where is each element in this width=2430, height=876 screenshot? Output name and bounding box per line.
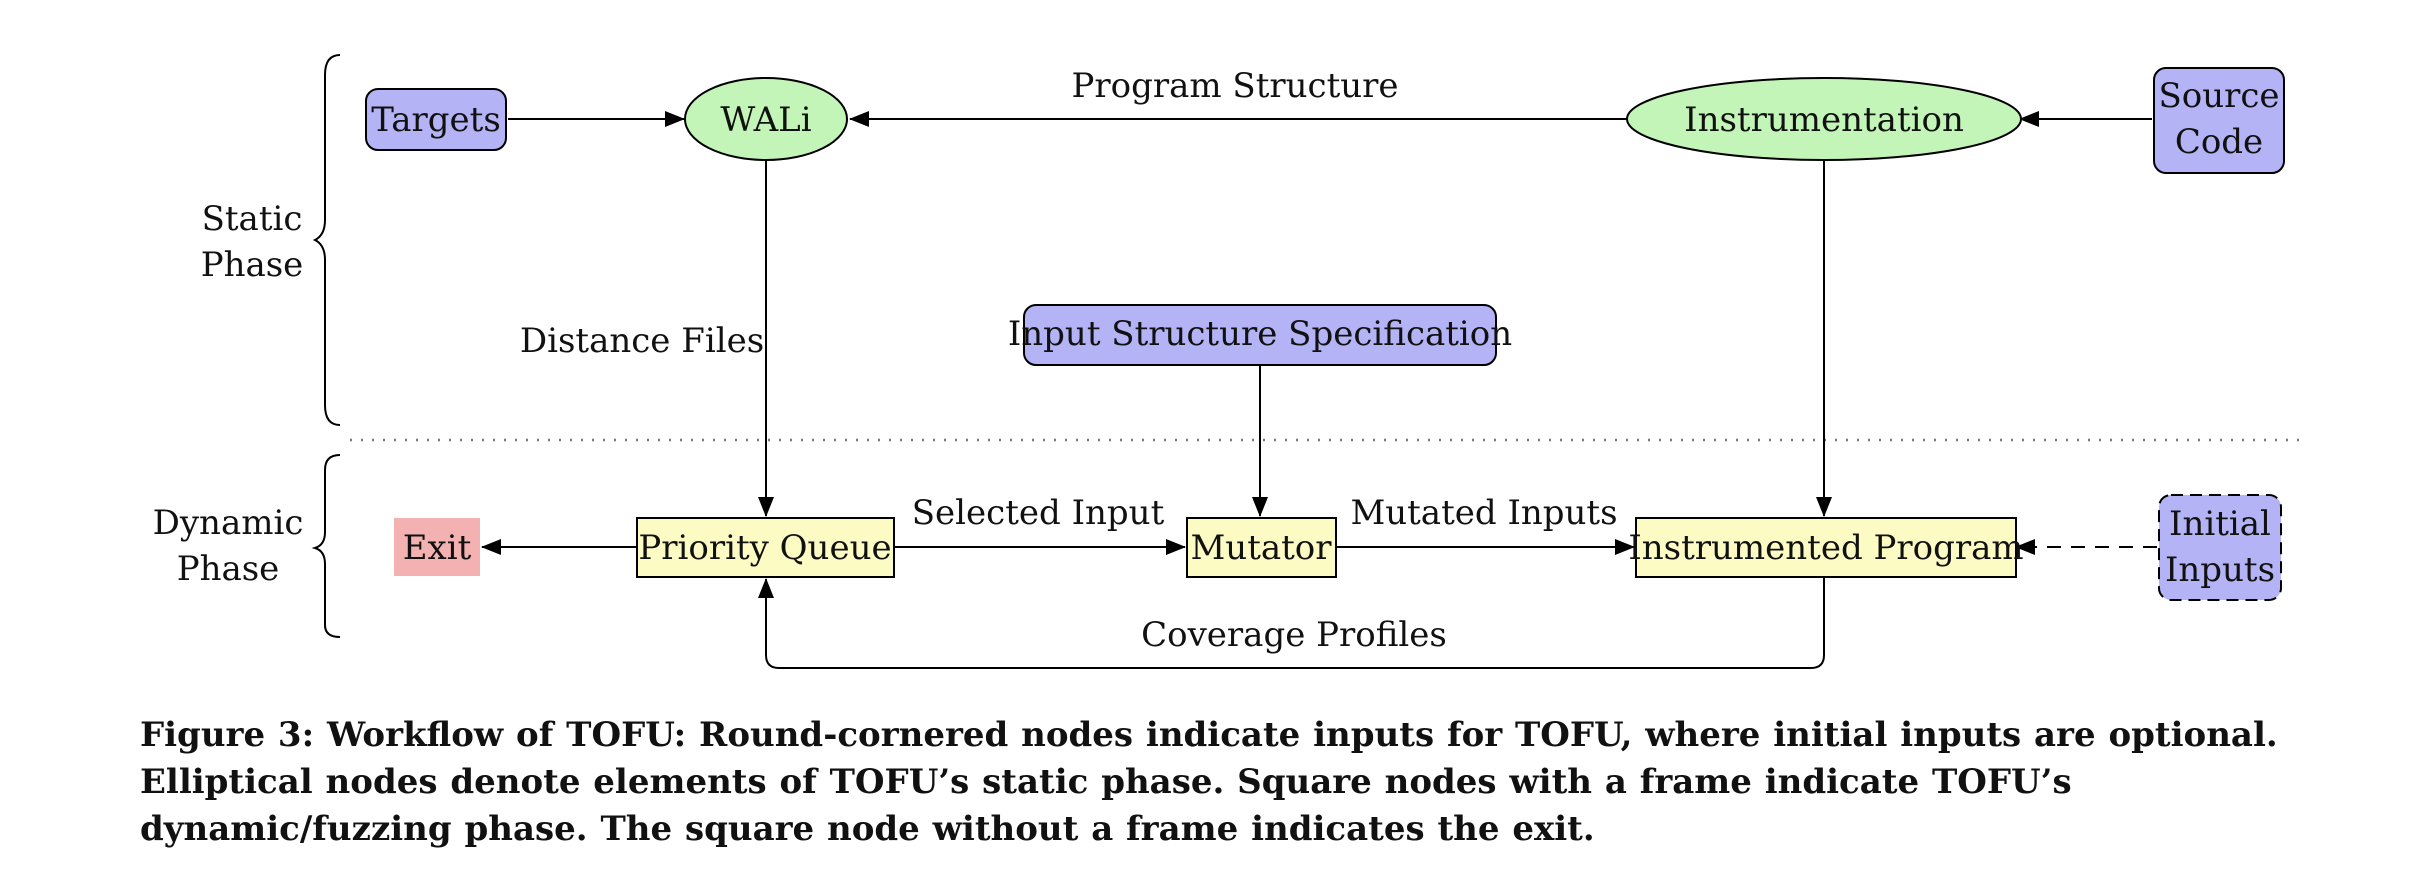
edge-label-coverage-profiles: Coverage Profiles xyxy=(1141,615,1447,655)
node-targets: Targets xyxy=(365,88,507,151)
edge-label-selected-input: Selected Input xyxy=(912,493,1165,533)
static-phase-brace xyxy=(312,54,341,426)
node-priority-queue: Priority Queue xyxy=(636,517,895,578)
node-initial-inputs-label-line2: Inputs xyxy=(2165,550,2275,590)
node-input-structure-specification: Input Structure Specification xyxy=(1008,304,1512,366)
edge-coverage-profiles-loop xyxy=(758,577,1825,669)
node-mutator: Mutator xyxy=(1186,517,1337,578)
dynamic-phase-brace xyxy=(311,454,341,638)
node-instrumented-program-label: Instrumented Program xyxy=(1628,528,2023,568)
node-source-code: Source Code xyxy=(2153,67,2285,174)
node-initial-inputs: Initial Inputs xyxy=(2158,494,2282,601)
workflow-diagram: Static Phase Dynamic Phase Program Struc… xyxy=(153,54,2300,669)
node-input-structure-specification-label: Input Structure Specification xyxy=(1008,314,1512,354)
node-targets-label: Targets xyxy=(371,100,501,140)
node-instrumentation: Instrumentation xyxy=(1626,77,2022,161)
static-phase-label-line1: Static xyxy=(202,199,303,239)
edge-label-mutated-inputs: Mutated Inputs xyxy=(1350,493,1617,533)
node-wali-label: WALi xyxy=(720,100,811,140)
node-source-code-label-line1: Source xyxy=(2158,76,2279,116)
node-mutator-label: Mutator xyxy=(1190,528,1332,568)
static-phase-label-line2: Phase xyxy=(201,245,304,285)
node-instrumented-program: Instrumented Program xyxy=(1628,517,2024,578)
node-instrumentation-label: Instrumentation xyxy=(1684,100,1964,140)
node-wali: WALi xyxy=(684,77,848,161)
dynamic-phase-label-line1: Dynamic xyxy=(153,503,304,543)
edge-label-program-structure: Program Structure xyxy=(1071,66,1398,106)
node-initial-inputs-label-line1: Initial xyxy=(2169,504,2271,544)
node-exit-label: Exit xyxy=(403,528,472,568)
edge-label-distance-files: Distance Files xyxy=(520,321,764,361)
dynamic-phase-label-line2: Phase xyxy=(177,549,280,589)
node-exit: Exit xyxy=(394,518,480,576)
node-priority-queue-label: Priority Queue xyxy=(638,528,891,568)
node-source-code-label-line2: Code xyxy=(2175,122,2263,162)
figure-caption: Figure 3: Workflow of TOFU: Round-corner… xyxy=(140,715,2278,849)
